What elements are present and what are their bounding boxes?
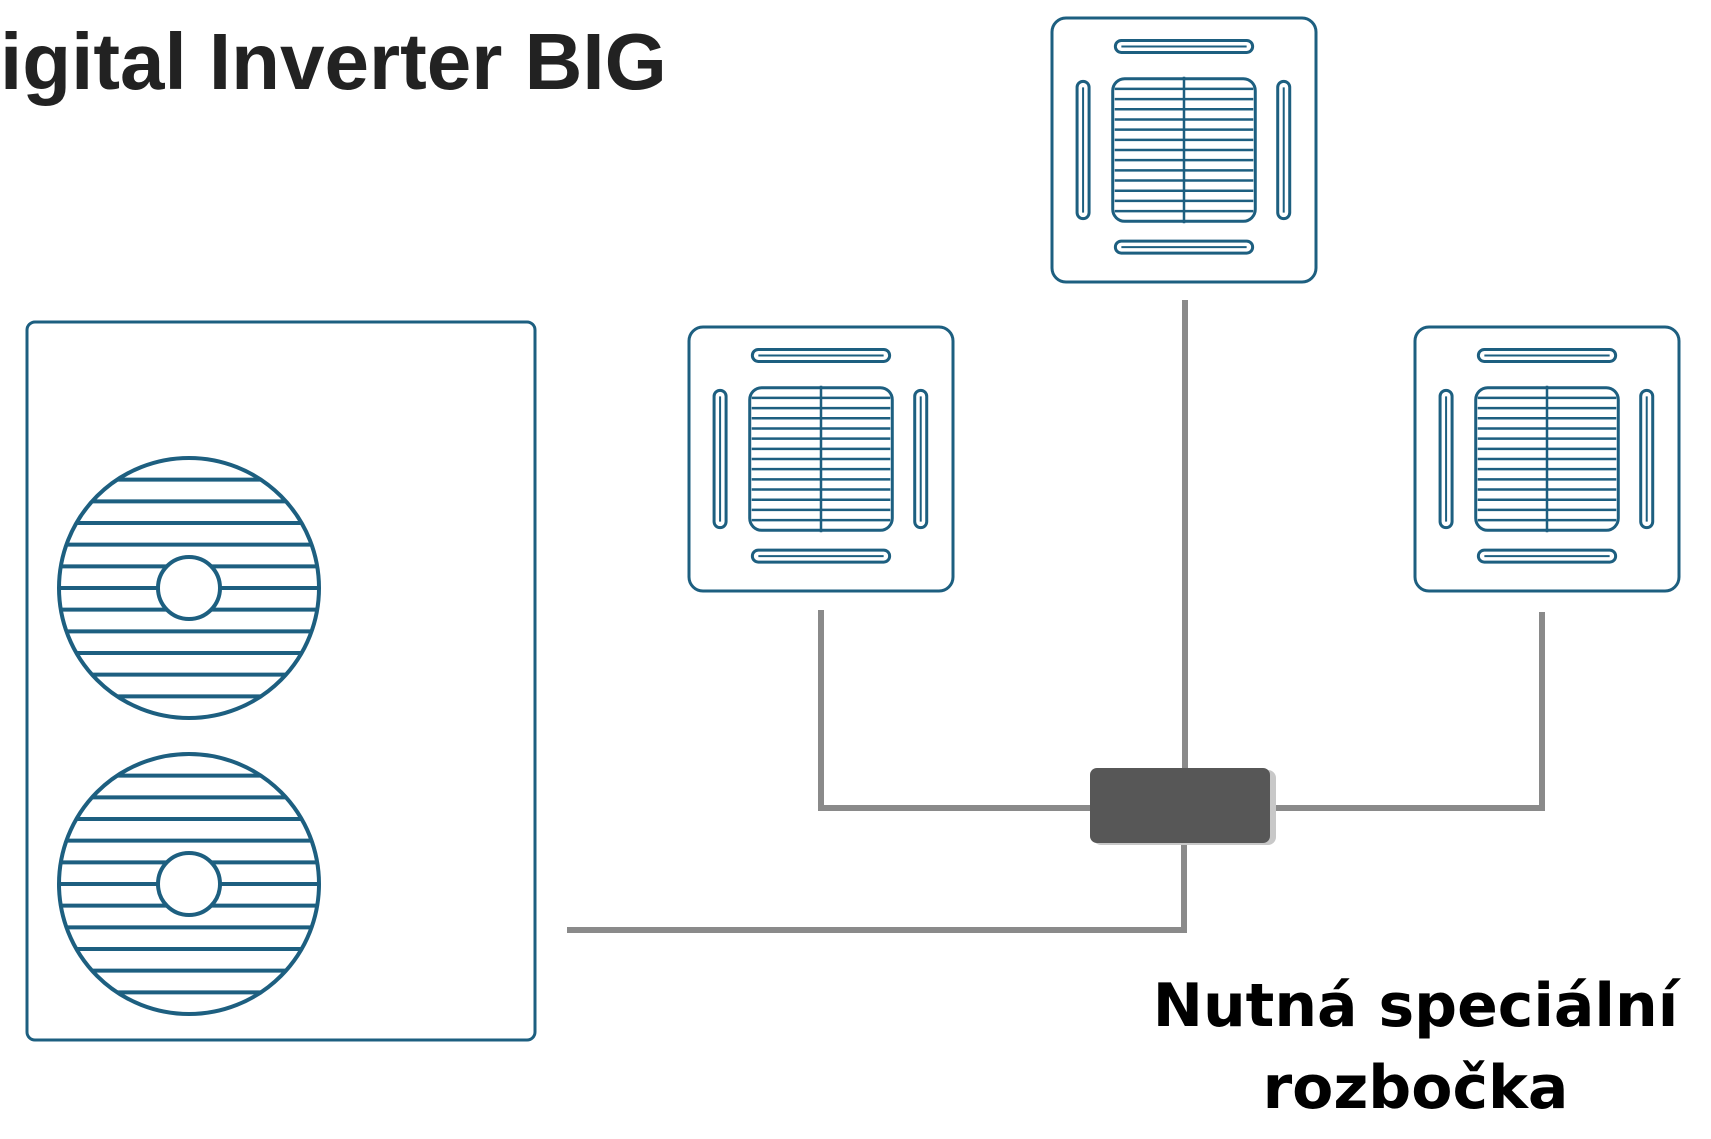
fan-hub: [156, 851, 222, 917]
title-container: igital Inverter BIG: [0, 0, 720, 120]
indoor-unit-left: [687, 325, 955, 593]
outdoor-unit-casing: [25, 320, 537, 1042]
outdoor-unit: [25, 320, 537, 1042]
fan-hub: [156, 555, 222, 621]
caption-line-1: Nutná speciální: [1152, 971, 1679, 1041]
page-title: igital Inverter BIG: [0, 17, 667, 106]
caption-line-2: rozbočka: [1262, 1053, 1569, 1123]
pipe-network: [567, 300, 1545, 933]
pipe-left-unit: [818, 610, 1100, 811]
splitter: [1090, 768, 1276, 845]
fan-grille: [59, 773, 319, 995]
splitter-body: [1090, 768, 1270, 843]
splitter-caption: Nutná speciální rozbočka: [1120, 965, 1711, 1129]
outdoor-fan-bottom: [57, 752, 321, 1016]
indoor-unit-right: [1413, 325, 1681, 593]
pipe-outdoor-unit: [567, 845, 1187, 933]
outdoor-fan-top: [57, 456, 321, 720]
pipe-right-unit: [1270, 612, 1545, 811]
indoor-unit-top: [1050, 16, 1318, 284]
